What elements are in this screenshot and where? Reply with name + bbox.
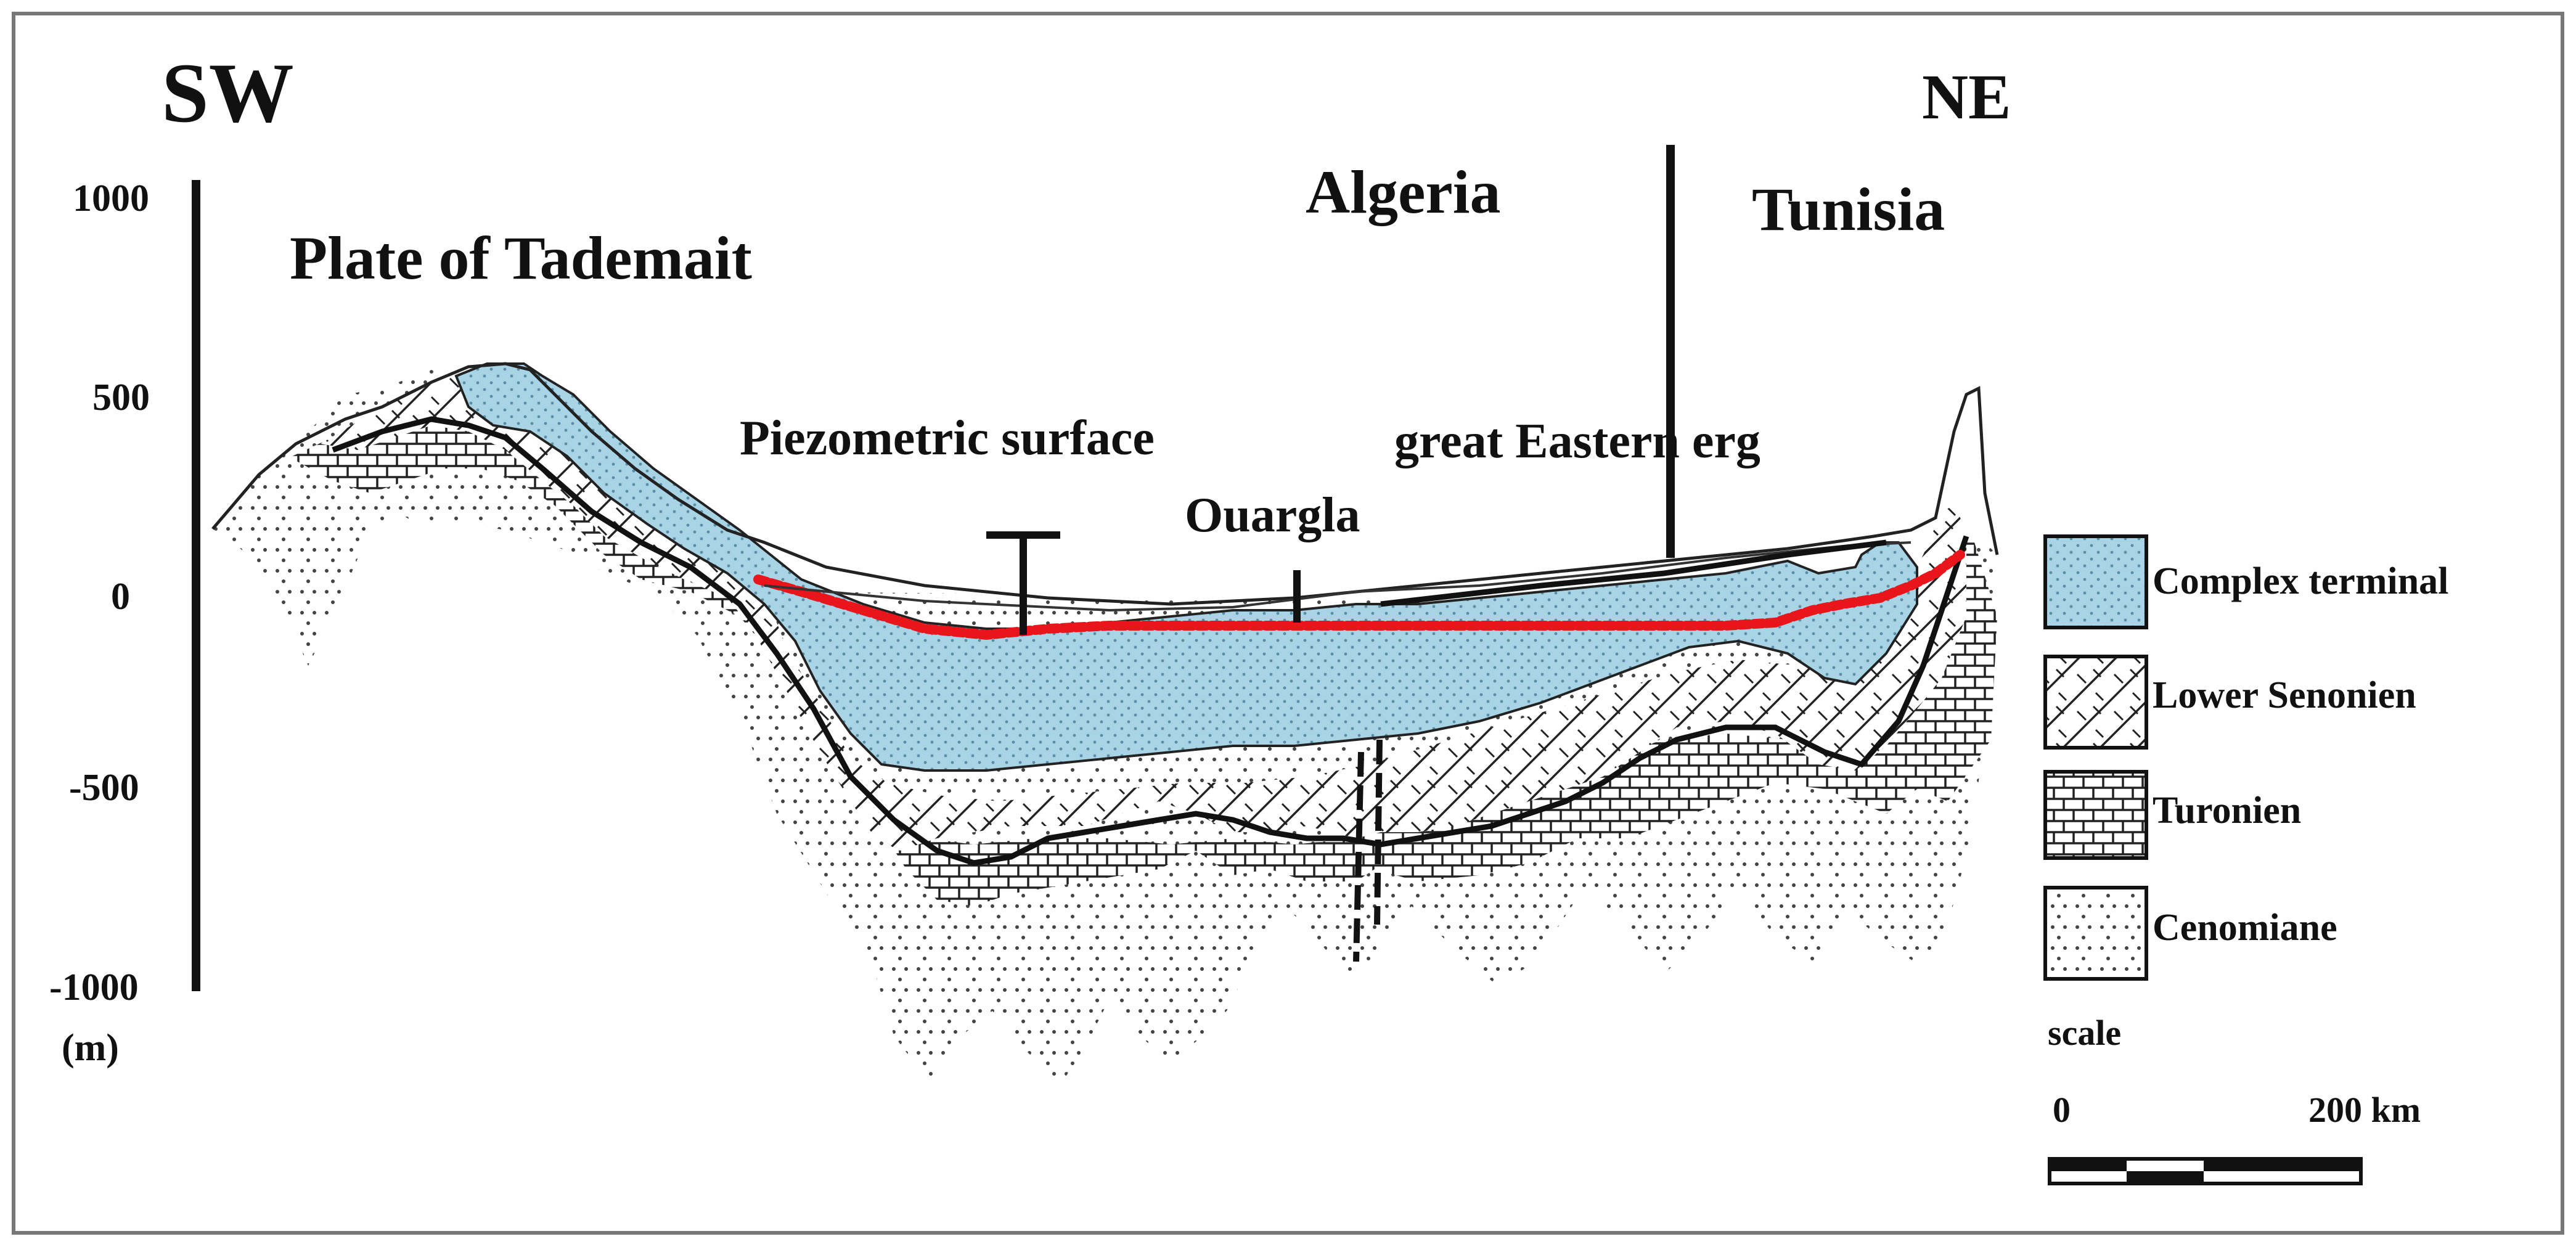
axis-tick-500: 500 (92, 377, 150, 419)
axis-tick-0: 0 (111, 576, 130, 618)
complex-terminal-layer (454, 362, 1918, 772)
legend-swatch-turonien (2043, 770, 2148, 860)
piezometric-marker (986, 531, 1060, 635)
turonien-boundary-line (332, 416, 1969, 866)
legend-label-turonien: Turonien (2153, 790, 2301, 832)
scale-title: scale (2048, 1013, 2121, 1053)
legend-label-lower-senonien: Lower Senonien (2153, 674, 2416, 716)
ground-surface-east (764, 541, 1912, 612)
lower-senonien-layer (321, 370, 1966, 851)
erg-label: great Eastern erg (1394, 414, 1760, 468)
scale-start-label: 0 (2053, 1090, 2071, 1130)
axis-tick-minus-1000: -1000 (49, 967, 139, 1008)
plate-label: Plate of Tademait (290, 224, 752, 292)
axis-unit: (m) (62, 1027, 119, 1069)
axis-tick-minus-500: -500 (69, 767, 139, 809)
piezometric-label: Piezometric surface (740, 411, 1155, 465)
axis-tick-1000: 1000 (73, 178, 149, 219)
terrain-surface-line (211, 362, 1999, 606)
erg-surface-line (1380, 539, 1887, 607)
legend-label-cenomiane: Cenomiane (2153, 907, 2337, 949)
legend-swatch-lower-senonien (2043, 655, 2148, 750)
legend-swatch-cenomiane (2043, 886, 2148, 981)
piezometric-surface-line (753, 550, 1965, 640)
legend-swatch-complex-terminal (2043, 534, 2148, 629)
legend: Complex terminal Lower Senonien Turonien… (2043, 534, 2448, 1185)
direction-ne: NE (1922, 62, 2011, 133)
country-tunisia-label: Tunisia (1752, 175, 1945, 243)
legend-label-complex-terminal: Complex terminal (2153, 560, 2448, 602)
country-algeria-label: Algeria (1306, 158, 1501, 226)
direction-sw: SW (162, 46, 294, 140)
fault-line (1353, 739, 1383, 962)
scale-end-label: 200 km (2308, 1090, 2421, 1130)
scale-bar (2048, 1157, 2363, 1185)
ouargla-label: Ouargla (1185, 488, 1360, 542)
